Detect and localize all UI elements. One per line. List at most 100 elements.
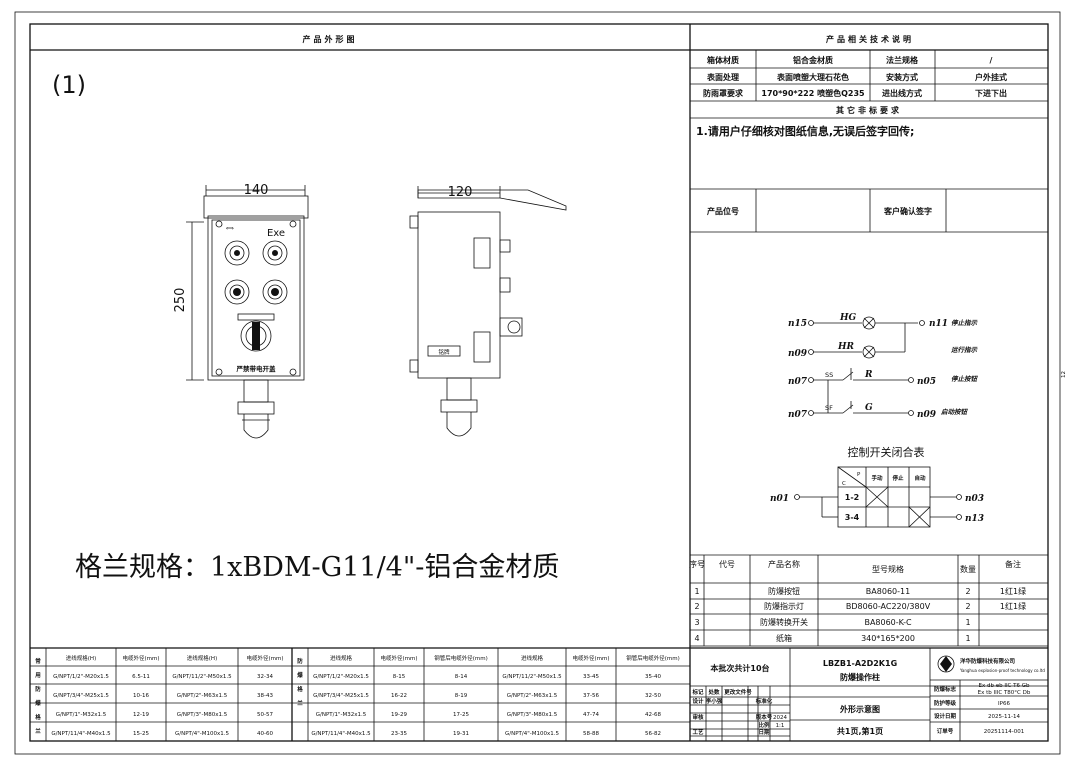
- outer-border: [14, 11, 1061, 755]
- term-n07-a: n07: [788, 377, 808, 387]
- svg-text:SF: SF: [825, 404, 833, 412]
- gland-cell: 19-29: [391, 712, 407, 718]
- company-en: Yanghua explosion-proof technology co.lt…: [959, 668, 1045, 673]
- gland-cell: G/NPT/11/2"-M50x1.5: [502, 674, 562, 680]
- push-buttons: [224, 279, 288, 305]
- page-text: 共1页,第1页: [837, 726, 883, 736]
- gland-cell: G/NPT/1/2"-M20x1.5: [53, 674, 109, 680]
- svg-text:箱体材质: 箱体材质: [707, 55, 739, 65]
- svg-text:P: P: [857, 472, 861, 478]
- parts-cell: 340*165*200: [861, 634, 915, 643]
- gland-cell: G/NPT/1"-M32x1.5: [56, 712, 107, 718]
- svg-text:李小强: 李小强: [705, 697, 723, 705]
- svg-text:标记: 标记: [691, 688, 704, 696]
- svg-text:启动按钮: 启动按钮: [940, 408, 969, 416]
- rain-cover-top: [203, 195, 309, 219]
- selector-switch: [240, 320, 272, 352]
- svg-text:IP66: IP66: [998, 701, 1010, 707]
- gland-header-cell: 钢管后电缆外径(mm): [626, 654, 680, 662]
- parts-cell: 1红1绿: [1000, 586, 1026, 596]
- circuit-diagram: n15 HG n11 停止指示 n09 HR 运行指示 n07 SS R n05…: [770, 313, 984, 528]
- parts-cell: 1: [965, 634, 970, 643]
- gland-cell: 37-56: [583, 693, 599, 699]
- gland-cell: 32-34: [257, 674, 273, 680]
- svg-text:防爆标志: 防爆标志: [934, 685, 957, 693]
- switch-caption: 严禁带电开盖: [236, 364, 277, 373]
- svg-text:运行指示: 运行指示: [951, 346, 979, 354]
- term-n09-a: n09: [788, 349, 808, 359]
- term-n15: n15: [788, 319, 807, 329]
- svg-text:比例: 比例: [758, 721, 770, 729]
- gland-cell: G/NPT/3/4"-M25x1.5: [53, 693, 109, 699]
- gland-cell: 8-14: [455, 674, 468, 680]
- svg-text:工艺: 工艺: [692, 728, 704, 736]
- cable-gland-side: [440, 377, 478, 437]
- gland-cell: 23-35: [391, 731, 407, 737]
- dim-width: 140: [244, 183, 269, 198]
- title-block: 本批次共计10台 LBZB1-A2D2K1G 防爆操作柱 外形示意图 共1页,第…: [690, 647, 1048, 741]
- svg-text:标准化: 标准化: [755, 697, 773, 705]
- svg-text:自动: 自动: [914, 474, 926, 482]
- svg-text:SS: SS: [825, 371, 833, 379]
- svg-text:法兰规格: 法兰规格: [886, 55, 919, 65]
- rain-cover-side: [417, 189, 567, 211]
- inner-border: [29, 23, 1049, 742]
- gland-cell: G/NPT/11/4"-M40x1.5: [311, 731, 371, 737]
- ex-marking: Exe: [267, 228, 285, 239]
- indicator-lamps: [224, 240, 288, 266]
- gland-cell: 47-74: [583, 712, 599, 718]
- svg-text:进出线方式: 进出线方式: [882, 88, 922, 98]
- switch-table: P C 手动 停止 自动 1-2 3-4: [837, 466, 931, 528]
- position-field[interactable]: [757, 190, 869, 231]
- svg-text:停止按钮: 停止按钮: [951, 375, 979, 383]
- front-view: 140 250 Exe ⟺ 严禁带: [173, 183, 309, 439]
- index-label: (1): [52, 71, 86, 99]
- gland-cell: 6.5-11: [132, 674, 150, 680]
- gland-header-cell: 电缆外径(mm): [122, 654, 159, 662]
- nameplate: [427, 345, 461, 357]
- gland-cell: 15-25: [133, 731, 149, 737]
- term-n09-b: n09: [917, 410, 937, 420]
- svg-text:防护等级: 防护等级: [934, 699, 957, 707]
- parts-cell: 防爆指示灯: [764, 601, 804, 611]
- gland-cell: 8-19: [455, 693, 468, 699]
- svg-text:170*90*222 喷塑色Q235: 170*90*222 喷塑色Q235: [761, 88, 865, 98]
- gland-cell: G/NPT/1/2"-M20x1.5: [313, 674, 369, 680]
- parts-cell: BA8060-K-C: [864, 618, 912, 627]
- dim-side-width: 120: [448, 185, 473, 200]
- gland-cell: 56-82: [645, 731, 661, 737]
- side-view: 120 铭牌: [409, 185, 567, 437]
- svg-text:型号规格: 型号规格: [872, 564, 904, 574]
- svg-text:1-2: 1-2: [845, 493, 859, 502]
- svg-text:2024: 2024: [773, 715, 787, 721]
- parts-cell: 1: [965, 618, 970, 627]
- gland-header-cell: 进线规格(H): [66, 654, 96, 662]
- right-title: 产品相关技术说明: [826, 34, 914, 44]
- gland-cell: 32-50: [645, 693, 661, 699]
- customer-sign-field[interactable]: [947, 190, 1047, 231]
- ex-logo-icon: ⟺: [226, 226, 234, 232]
- svg-text:HG: HG: [839, 313, 857, 323]
- svg-text:防雨罩要求: 防雨罩要求: [703, 88, 744, 98]
- gland-cell: G/NPT/3/4"-M25x1.5: [313, 693, 369, 699]
- parts-cell: 2: [965, 602, 970, 611]
- cable-gland-front: [237, 379, 275, 439]
- gland-caption: 格兰规格：1xBDM-G11/4"-铝合金材质: [75, 552, 559, 583]
- svg-text:手动: 手动: [871, 474, 883, 482]
- parts-header-row: 序号 代号 产品名称 型号规格 数量 备注: [689, 559, 1021, 574]
- parts-cell: 1: [694, 587, 699, 596]
- gland-cell: 12-19: [133, 712, 149, 718]
- gland-cell: G/NPT/4"-M100x1.5: [175, 731, 230, 737]
- svg-text:户外挂式: 户外挂式: [975, 72, 1007, 82]
- parts-cell: 3: [694, 618, 699, 627]
- svg-text:3-4: 3-4: [845, 513, 860, 522]
- gland-header-cell: 电缆外径(mm): [246, 654, 283, 662]
- parts-cell: BD8060-AC220/380V: [846, 602, 931, 611]
- margin-mark: 12: [1061, 371, 1067, 378]
- gland-cell: 58-88: [583, 731, 599, 737]
- model-text: LBZB1-A2D2K1G: [823, 659, 897, 668]
- svg-text:20251114-001: 20251114-001: [984, 729, 1024, 735]
- gland-cell: 10-16: [133, 693, 149, 699]
- svg-text:表面处理: 表面处理: [706, 72, 739, 82]
